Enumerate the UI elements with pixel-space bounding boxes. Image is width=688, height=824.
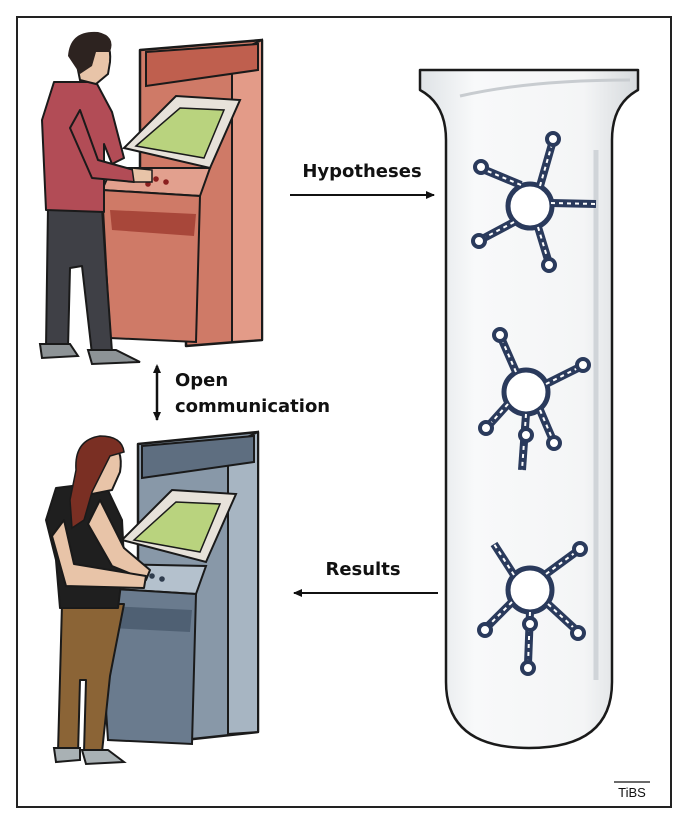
- communication-label: communication: [175, 396, 330, 417]
- rna-molecule-icon: [477, 541, 588, 676]
- hypotheses-label: Hypotheses: [302, 161, 421, 182]
- player-man-icon: [38, 31, 153, 366]
- figure-border: [16, 16, 672, 808]
- tibs-logo: TiBS: [618, 785, 646, 800]
- player-woman-icon: [45, 435, 151, 766]
- results-label: Results: [325, 559, 400, 580]
- rna-molecule-icon: [478, 327, 591, 471]
- rna-molecule-icon: [471, 131, 597, 273]
- arcade-cabinet-gray-icon: [96, 430, 260, 746]
- open-label: Open: [175, 370, 228, 391]
- arcade-cabinet-red-icon: [100, 38, 264, 348]
